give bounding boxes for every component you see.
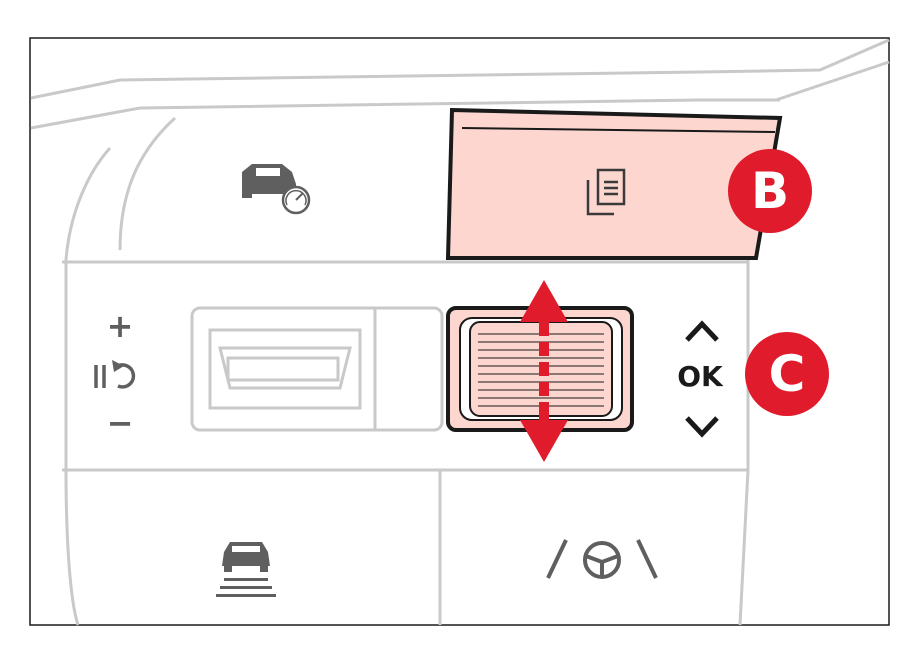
- cruise-control-button[interactable]: [242, 164, 311, 215]
- minus-label: −: [107, 404, 134, 442]
- ok-label: OK: [677, 360, 724, 393]
- plus-label: +: [107, 307, 134, 345]
- volume-scroll-wheel[interactable]: [190, 306, 444, 432]
- document-pages-icon: [586, 168, 626, 216]
- callout-c-label: C: [769, 345, 806, 403]
- callout-b: B: [728, 149, 812, 233]
- lane-assist-button[interactable]: [216, 542, 276, 597]
- steering-assist-icon: [546, 539, 658, 579]
- lane-car-icon: [216, 542, 276, 597]
- chevron-up-icon: [685, 320, 719, 342]
- housing-outline: [30, 38, 890, 626]
- ok-scroll-wheel[interactable]: [446, 280, 634, 462]
- callout-c: C: [745, 332, 829, 416]
- info-button-b[interactable]: [445, 107, 783, 260]
- pause-undo-icon: [94, 360, 136, 389]
- callout-b-label: B: [751, 162, 789, 220]
- double-arrow-icon: [520, 280, 568, 462]
- chevron-down-icon: [685, 416, 719, 438]
- car-speedometer-icon: [242, 164, 311, 215]
- steering-assist-button[interactable]: [546, 539, 658, 579]
